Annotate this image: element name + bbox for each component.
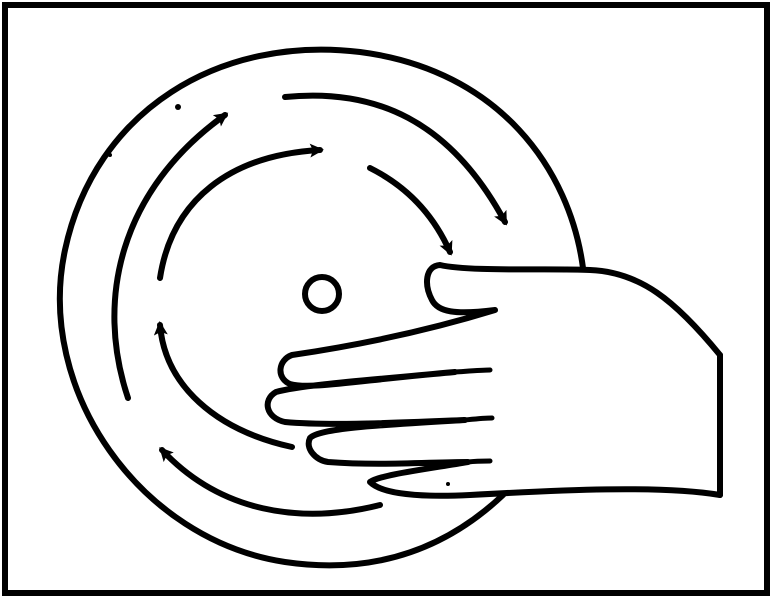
inner-arrow-right — [370, 168, 450, 252]
center-hole — [305, 277, 339, 311]
speck — [175, 104, 181, 110]
speck — [446, 482, 450, 486]
finger-crease-1 — [455, 370, 490, 372]
finger-crease-2 — [465, 418, 492, 420]
outer-arrow-top — [285, 96, 505, 222]
inner-arrow-top — [160, 150, 320, 278]
finger-crease-3 — [468, 461, 490, 462]
speck — [108, 153, 112, 157]
inner-arrow-left-bottom — [160, 325, 292, 447]
